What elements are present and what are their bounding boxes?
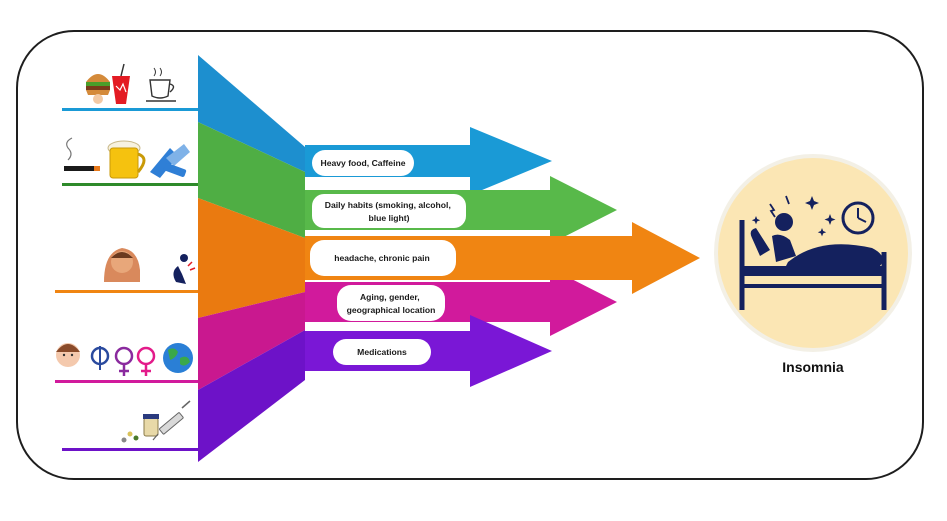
svg-text:headache, chronic pain: headache, chronic pain [334,253,430,263]
pill-aging: Aging, gender, geographical location [337,285,445,321]
back-pain-icon [173,254,196,284]
sleepless-person-in-bed-icon [739,195,887,310]
funnel-wedges [198,55,305,462]
arrow-food [305,127,552,195]
pill-aging-line1: Aging, gender, [360,292,420,302]
svg-text:Heavy food, Caffeine: Heavy food, Caffeine [320,158,405,168]
headache-person-icon [104,248,140,282]
blue-light-icon [150,144,190,178]
pill-habits-line2: blue light) [368,213,409,223]
pill-meds: Medications [333,339,431,365]
pill-meds-line1: Medications [357,347,407,357]
diagram-frame [16,30,924,480]
gender-symbols-icon [90,346,156,376]
factor-baselines [55,108,198,451]
svg-text:Daily habits (smoking, alcohol: Daily habits (smoking, alcohol, blue lig… [325,200,453,223]
wedge-habits [198,122,305,238]
baseline-pain [55,290,198,293]
svg-text:Medications: Medications [357,347,407,357]
pill-food-line1: Heavy food, Caffeine [320,158,405,168]
pill-habits-line1: Daily habits (smoking, alcohol, [325,200,451,210]
burger-icon [86,74,110,104]
factor-pills: Heavy food, Caffeine Daily habits (smoki… [310,150,466,365]
coffee-cup-icon [146,67,176,102]
cigarette-icon [64,137,100,171]
baseline-aging [55,380,198,383]
wedge-meds [198,330,305,462]
wedge-aging [198,292,305,390]
syringe-icon [152,400,191,441]
pill-pain: headache, chronic pain [310,240,456,276]
svg-text:Aging, gender, geograp: Aging, gender, geographical location [347,292,436,315]
globe-icon [163,343,193,373]
insomnia-label: Insomnia [782,359,844,375]
wedge-food [198,55,305,172]
baseline-habits [62,183,198,186]
pill-pain-line1: headache, chronic pain [334,253,430,263]
wedge-pain [198,198,305,318]
soda-cup-icon [112,63,130,104]
insomnia-outcome: Insomnia [713,153,913,375]
pill-food: Heavy food, Caffeine [312,150,414,176]
elderly-face-icon [56,343,80,367]
beer-mug-icon [107,140,146,179]
baseline-food [62,108,198,111]
pill-habits: Daily habits (smoking, alcohol, blue lig… [312,194,466,228]
pills-icon [121,414,159,443]
baseline-meds [62,448,198,451]
pill-aging-line2: geographical location [347,305,436,315]
